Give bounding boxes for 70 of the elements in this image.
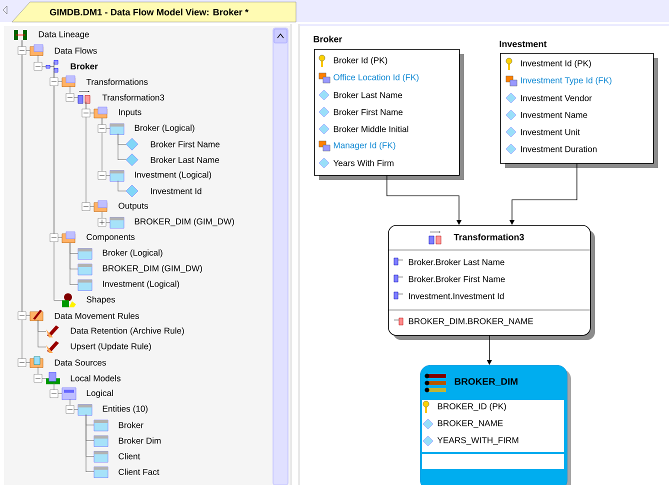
node-label: Client Fact xyxy=(118,468,160,475)
tab: GIMDB.DM1 - Data Flow Model View: Broker * xyxy=(12,2,296,22)
tree-item: BROKER_DIM (GIM_DW) xyxy=(110,217,234,228)
node-label: Local Models xyxy=(70,375,121,382)
node-label: Inputs xyxy=(119,109,142,117)
node-label: Broker Dim xyxy=(118,437,161,444)
tree-item: Outputs xyxy=(94,200,148,212)
tree-item: Broker (Logical) xyxy=(78,248,162,260)
node-label: Transformation3 xyxy=(102,94,164,101)
entity-title: Investment xyxy=(500,40,547,48)
node-label: Broker First Name xyxy=(150,141,220,148)
tree-item: Data Sources xyxy=(30,356,106,368)
node-label: Broker (Logical) xyxy=(102,249,162,258)
tree-item: Broker First Name xyxy=(126,138,220,150)
tree-line xyxy=(118,180,126,192)
tree-item: Broker (Logical) xyxy=(110,123,194,135)
node-label: Upsert (Update Rule) xyxy=(70,343,151,352)
tree-item: Inputs xyxy=(94,106,142,118)
tree-item: Investment Id xyxy=(126,184,202,198)
tree-item: Client xyxy=(94,451,140,462)
tree-item: Data Movement Rules xyxy=(30,310,139,321)
node-label: BROKER_DIM (GIM_DW) xyxy=(102,265,202,273)
tree-item: Shapes xyxy=(62,293,116,308)
entity-title: Broker xyxy=(314,36,342,42)
tree-item: Local Models xyxy=(46,372,121,384)
tree-item: Transformations xyxy=(62,76,148,87)
tree-item: Data Flows xyxy=(30,44,97,56)
node-label: Data Sources xyxy=(54,360,106,366)
tree-item: Data Lineage xyxy=(14,30,89,40)
tree-item: Broker Dim xyxy=(94,435,161,447)
tree-line xyxy=(86,414,94,472)
node-label: Outputs xyxy=(118,202,148,210)
tree-item: Upsert (Update Rule) xyxy=(46,341,151,353)
tree-item: BROKER_DIM (GIM_DW) xyxy=(78,264,202,276)
arrow xyxy=(386,175,462,225)
tree-item: Investment (Logical) xyxy=(110,170,212,182)
tree-item: Logical xyxy=(62,388,113,400)
tree-line xyxy=(86,102,94,207)
tree-item: Broker Last Name xyxy=(126,154,220,166)
node-label: Broker (Logical) xyxy=(134,124,194,133)
tree-line xyxy=(54,70,62,300)
node-label: Data Retention (Archive Rule) xyxy=(70,327,184,336)
node-label: Investment (Logical) xyxy=(135,171,212,180)
node-label: Transformations xyxy=(86,78,148,85)
node-label: Broker Last Name xyxy=(150,156,220,163)
tree-line xyxy=(118,134,126,160)
tree-item: Transformation3 xyxy=(78,90,164,104)
node-label: Broker xyxy=(118,422,144,428)
tree-line xyxy=(70,242,78,285)
node-label: Investment Id xyxy=(151,188,202,194)
node-label: BROKER_DIM (GIM_DW) xyxy=(134,218,234,226)
node-label: Investment (Logical) xyxy=(103,280,180,289)
tree-item: Broker xyxy=(94,420,144,432)
node-label: Entities (10) xyxy=(102,405,148,414)
tree-item: Investment (Logical) xyxy=(78,279,180,291)
tree-line xyxy=(38,320,46,348)
node-label: Client xyxy=(118,453,140,460)
tree-item: Client Fact xyxy=(94,466,160,478)
node-label: Logical xyxy=(86,390,113,398)
tree-item: Broker xyxy=(46,60,98,72)
tree-item: Components xyxy=(62,232,135,243)
node-label: Broker xyxy=(70,63,98,70)
node-label: Components xyxy=(86,234,135,242)
node-label: Shapes xyxy=(86,296,116,304)
node-label: Data Movement Rules xyxy=(54,312,139,319)
tree-item: Data Retention (Archive Rule) xyxy=(46,325,184,338)
node-label: Data Flows xyxy=(54,47,97,54)
tree-item: Entities (10) xyxy=(78,404,148,416)
tree-line xyxy=(102,118,110,176)
node-label: Data Lineage xyxy=(38,31,89,40)
